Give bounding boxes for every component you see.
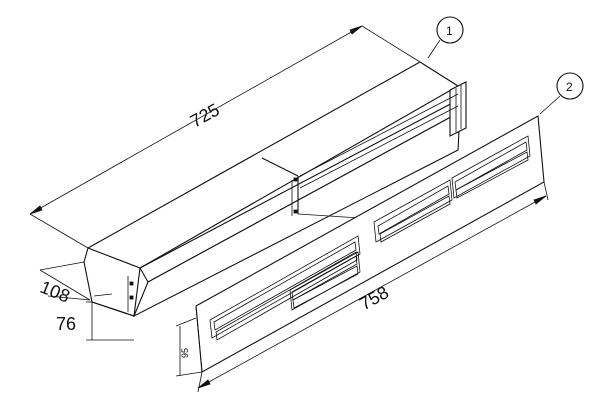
dimension-95: 95	[175, 317, 203, 377]
callout-1-label: 1	[446, 24, 453, 38]
dimension-76-label: 76	[56, 314, 76, 334]
dimension-108: 108	[37, 261, 91, 307]
callout-1: 1	[427, 16, 464, 59]
dimension-76: 76	[56, 301, 134, 341]
dimension-95-label: 95	[180, 348, 190, 358]
callout-2: 2	[539, 72, 584, 115]
dimension-758-label: 758	[356, 282, 392, 314]
dimension-725-label: 725	[187, 99, 223, 131]
dimension-725: 725	[29, 25, 421, 249]
dimension-108-label: 108	[37, 277, 72, 307]
callout-2-label: 2	[566, 80, 573, 94]
housing-box	[83, 61, 467, 318]
